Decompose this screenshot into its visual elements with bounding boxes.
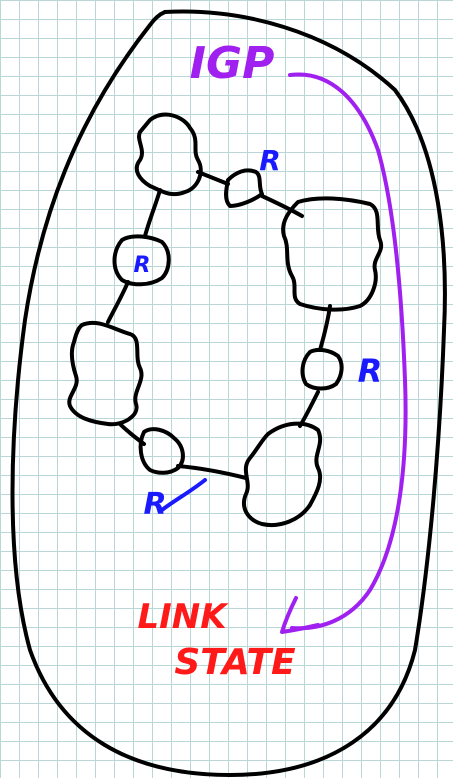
network-cloud-top-left bbox=[137, 115, 201, 195]
link-state-label-line1: LINK bbox=[137, 597, 229, 637]
link-router-left-to-cloud-left bbox=[108, 282, 128, 322]
router-label-top-right: R bbox=[259, 144, 281, 177]
router-right-shape bbox=[303, 350, 342, 389]
link-cloud-rt-to-router-right bbox=[320, 306, 330, 350]
router-label-right: R bbox=[358, 352, 383, 390]
igp-arrow-line bbox=[290, 74, 406, 628]
link-cloud-left-to-router-bl bbox=[120, 424, 144, 444]
domain-boundary-overstroke bbox=[150, 12, 165, 25]
router-bottom-left-pointer bbox=[162, 480, 205, 510]
router-label-bottom-left: R bbox=[143, 487, 166, 522]
router-top-right-shape bbox=[226, 170, 262, 206]
router-label-left: R bbox=[134, 253, 151, 278]
igp-arrow-head bbox=[282, 598, 318, 632]
link-state-label-line2: STATE bbox=[174, 642, 296, 683]
link-router-bl-to-cloud-br bbox=[178, 466, 246, 478]
network-cloud-left bbox=[69, 323, 141, 424]
igp-title: IGP bbox=[190, 38, 275, 89]
network-cloud-bottom-right bbox=[244, 424, 320, 525]
link-cloud-tl-to-router-left bbox=[145, 190, 160, 236]
link-router-right-to-cloud-br bbox=[300, 392, 318, 426]
link-cloud-tl-to-router-tr bbox=[198, 172, 228, 184]
